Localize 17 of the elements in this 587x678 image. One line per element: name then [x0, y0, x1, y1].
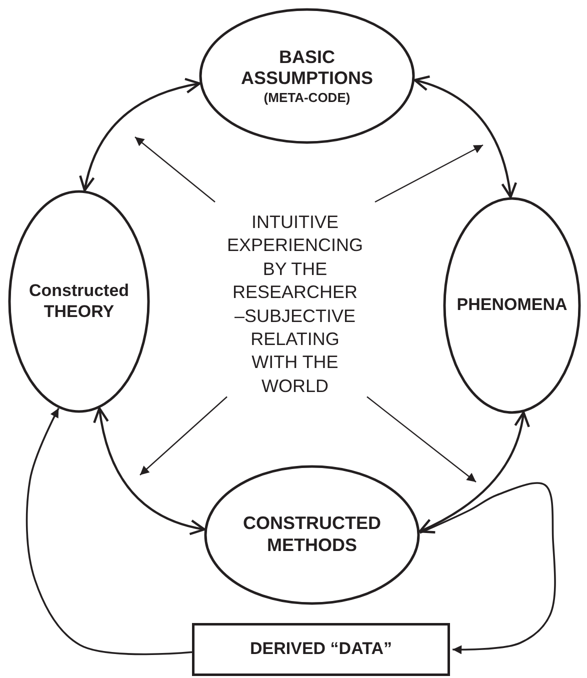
node-label: PHENOMENA — [456, 295, 568, 316]
curved-arrow — [80, 78, 201, 192]
curved-arrow — [94, 407, 206, 535]
curved-arrow — [418, 411, 530, 534]
node-label: CONSTRUCTED METHODS — [242, 513, 382, 557]
curved-arrow — [26, 408, 192, 656]
curved-arrow — [420, 482, 556, 654]
curved-arrow — [414, 76, 517, 198]
node-label: BASIC ASSUMPTIONS — [240, 46, 374, 90]
node-subtitle: (META-CODE) — [264, 90, 350, 106]
center-text: INTUITIVE EXPERIENCING BY THE RESEARCHER –SUBJECTIVE RELATING WITH THE WORLD — [227, 210, 363, 398]
arrow — [366, 396, 476, 482]
node-label: Constructed THEORY — [28, 281, 130, 322]
node-label: DERIVED “DATA” — [250, 639, 392, 660]
arrow — [140, 396, 228, 476]
arrow — [374, 144, 484, 203]
arrow — [134, 136, 216, 202]
